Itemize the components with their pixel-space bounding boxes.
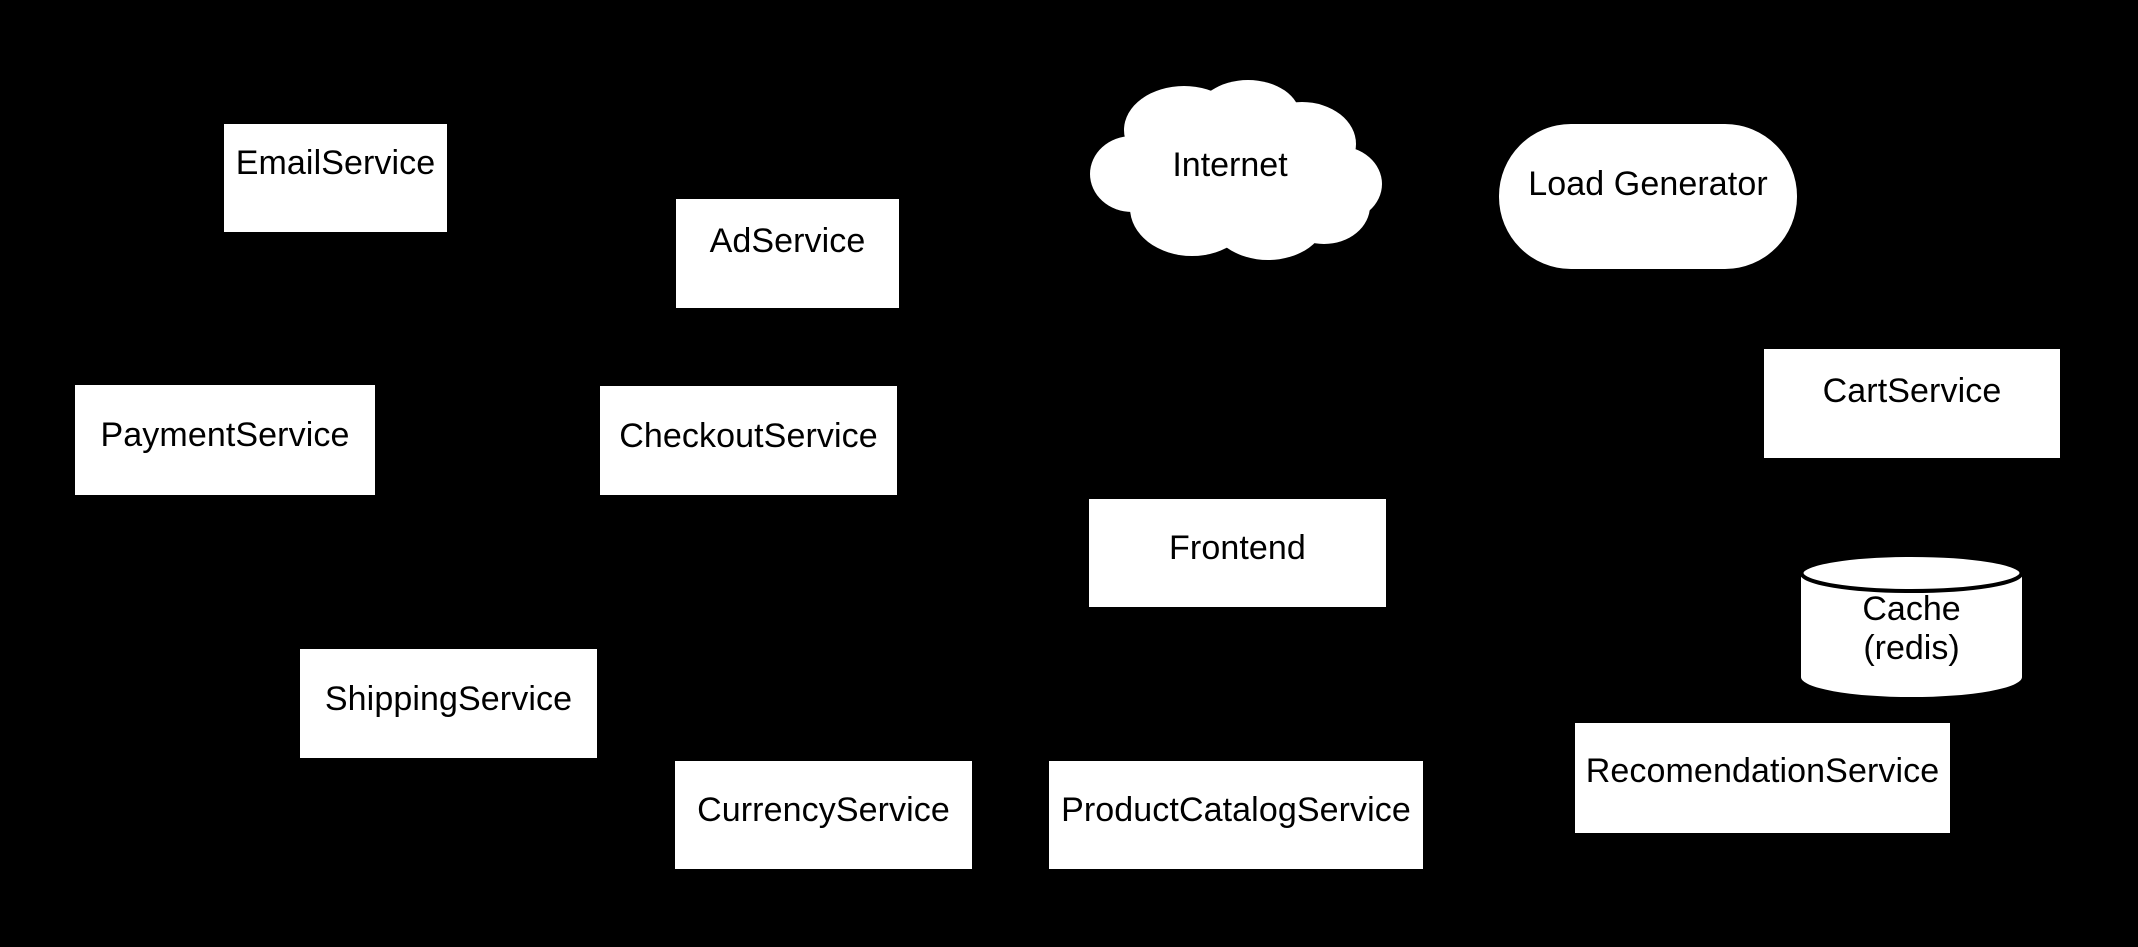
- node-label: Frontend: [1169, 529, 1306, 568]
- node-cart-service[interactable]: CartService: [1764, 349, 2060, 458]
- node-recomendation-service[interactable]: RecomendationService: [1575, 723, 1950, 833]
- node-product-catalog-service[interactable]: ProductCatalogService: [1049, 761, 1423, 869]
- node-label: CurrencyService: [697, 791, 950, 830]
- node-ad-service[interactable]: AdService: [676, 199, 899, 308]
- node-payment-service[interactable]: PaymentService: [75, 385, 375, 495]
- node-label: RecomendationService: [1585, 752, 1940, 791]
- node-label: PaymentService: [100, 416, 350, 455]
- node-currency-service[interactable]: CurrencyService: [675, 761, 972, 869]
- node-load-generator[interactable]: Load Generator: [1499, 124, 1797, 269]
- node-label: EmailService: [235, 144, 436, 183]
- node-cache-redis[interactable]: Cache (redis): [1799, 553, 2024, 697]
- node-label: ProductCatalogService: [1061, 791, 1411, 830]
- node-frontend[interactable]: Frontend: [1089, 499, 1386, 607]
- node-label: CartService: [1822, 371, 2002, 410]
- node-label: Load Generator: [1528, 164, 1768, 203]
- node-email-service[interactable]: EmailService: [224, 124, 447, 232]
- node-shipping-service[interactable]: ShippingService: [300, 649, 597, 758]
- node-label: AdService: [709, 221, 866, 260]
- node-internet[interactable]: Internet: [1088, 78, 1384, 260]
- node-label: CheckoutService: [619, 416, 878, 455]
- node-label: Internet: [1172, 145, 1288, 184]
- node-label: ShippingService: [324, 679, 573, 718]
- node-label: Cache (redis): [1862, 589, 1961, 667]
- node-checkout-service[interactable]: CheckoutService: [600, 386, 897, 495]
